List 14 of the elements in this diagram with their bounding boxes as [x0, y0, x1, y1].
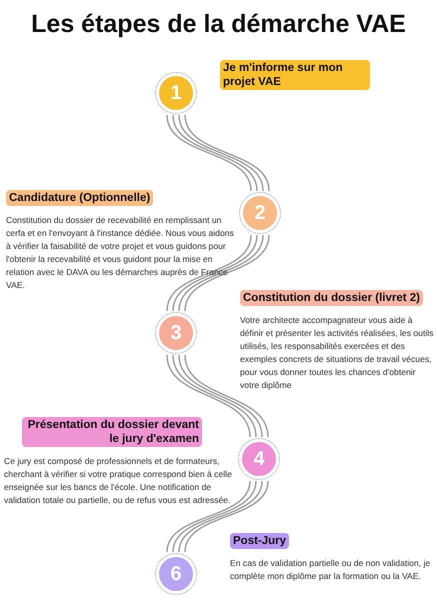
step-description: Ce jury est composé de professionnels et de formateurs, cherchant à vérifier si votre pratique correspond bien à celle enseignée sur les bancs de l'école. Une notification de validation totale ou partielle, ou de refus vous est adressée. [4, 455, 233, 507]
step-description: Constitution du dossier de recevabilité en remplissant un cerfa et en l'envoyant à l'instance dédiée. Nous vous aidons à vérifier la faisabilité de votre projet et vous guidons pour l'obtenir la recevabilité et vous guidont pour la mise en relation avec le DAVA ou les démarches auprès de France VAE. [6, 214, 235, 292]
wavy-connector [166, 234, 270, 312]
step-heading: Post-Jury [230, 533, 290, 549]
step-description: En cas de validation partielle ou de non validation, je complète mon diplôme par la formation ou la VAE. [230, 557, 432, 583]
wavy-connector [166, 114, 270, 192]
wavy-connector [166, 354, 269, 438]
title: Les étapes de la démarche VAE [30, 9, 407, 40]
step-heading: Je m'informe sur mon projet VAE [220, 60, 370, 90]
step-heading: Constitution du dossier (livret 2) [240, 290, 423, 306]
step-heading: Candidature (Optionnelle) [6, 190, 154, 206]
step-description: Votre architecte accompagnateur vous aide à définir et présenter les activités réalisées, les outils utilisés, les responsabilités exercées et des exemples concrets de situations de travail vécues, pour vous donner toutes les chances d'obtenir votre diplôme [240, 314, 434, 392]
step-heading: Présentation du dossier devant le jury d'examen [22, 417, 202, 447]
wavy-connector [166, 480, 269, 553]
